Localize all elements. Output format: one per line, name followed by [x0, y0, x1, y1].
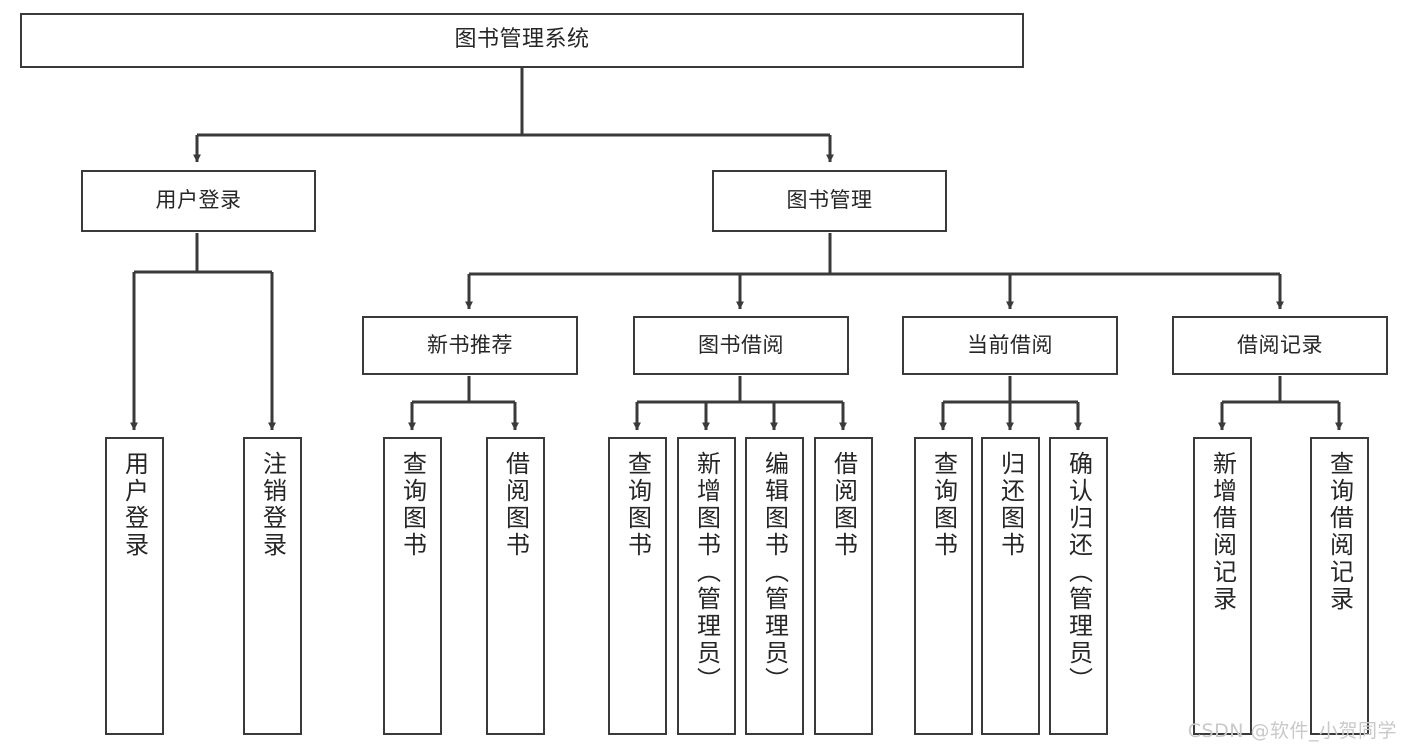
- node-label: 用户登录: [155, 188, 242, 213]
- node-label: 借阅记录: [1237, 332, 1323, 357]
- node-label: 确认归还（管理员）: [1064, 451, 1093, 694]
- node-new-book-recommend[interactable]: 新书推荐: [362, 316, 578, 375]
- leaf-borrow-book-new[interactable]: 借阅图书: [486, 437, 545, 735]
- leaf-confirm-return-admin[interactable]: 确认归还（管理员）: [1049, 437, 1108, 735]
- node-book-borrow[interactable]: 图书借阅: [633, 316, 849, 375]
- node-label: 图书借阅: [698, 332, 784, 357]
- node-label: 编辑图书（管理员）: [760, 451, 789, 694]
- leaf-add-book-admin[interactable]: 新增图书（管理员）: [677, 437, 736, 735]
- node-root-system[interactable]: 图书管理系统: [20, 13, 1024, 68]
- leaf-query-book-current[interactable]: 查询图书: [914, 437, 973, 735]
- leaf-user-login[interactable]: 用户登录: [105, 437, 164, 735]
- node-label: 借阅图书: [501, 451, 530, 559]
- leaf-logout[interactable]: 注销登录: [243, 437, 302, 735]
- node-current-borrow[interactable]: 当前借阅: [902, 316, 1118, 375]
- node-borrow-record[interactable]: 借阅记录: [1172, 316, 1388, 375]
- node-label: 用户登录: [120, 451, 149, 559]
- leaf-return-book[interactable]: 归还图书: [981, 437, 1040, 735]
- node-label: 注销登录: [258, 451, 287, 559]
- node-book-management[interactable]: 图书管理: [712, 170, 947, 232]
- node-label: 当前借阅: [967, 332, 1053, 357]
- leaf-query-borrow-record[interactable]: 查询借阅记录: [1310, 437, 1369, 735]
- node-label: 借阅图书: [829, 451, 858, 559]
- node-user-login[interactable]: 用户登录: [81, 170, 316, 232]
- node-label: 新增借阅记录: [1208, 451, 1237, 613]
- node-label: 图书管理: [786, 188, 873, 213]
- leaf-borrow-book[interactable]: 借阅图书: [814, 437, 873, 735]
- node-label: 归还图书: [996, 451, 1025, 559]
- leaf-query-book-new[interactable]: 查询图书: [383, 437, 442, 735]
- leaf-edit-book-admin[interactable]: 编辑图书（管理员）: [745, 437, 804, 735]
- watermark: CSDN @软件_小贺同学: [1187, 720, 1397, 742]
- node-label: 查询借阅记录: [1325, 451, 1354, 613]
- node-label: 图书管理系统: [454, 27, 590, 53]
- node-label: 查询图书: [623, 451, 652, 559]
- node-label: 查询图书: [929, 451, 958, 559]
- node-label: 查询图书: [398, 451, 427, 559]
- leaf-query-book-borrow[interactable]: 查询图书: [608, 437, 667, 735]
- node-label: 新书推荐: [427, 332, 513, 357]
- node-label: 新增图书（管理员）: [692, 451, 721, 694]
- leaf-add-borrow-record[interactable]: 新增借阅记录: [1193, 437, 1252, 735]
